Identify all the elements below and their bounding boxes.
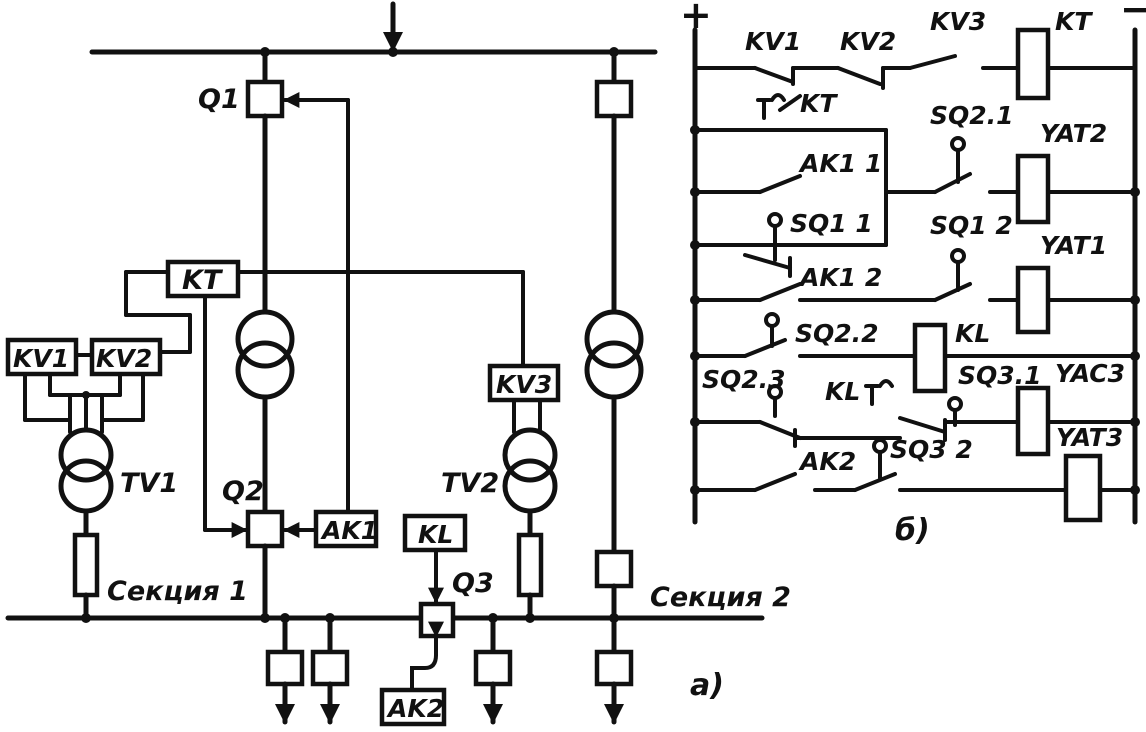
caption-b: б) <box>895 513 930 548</box>
label-b-sq1-2: SQ1 2 <box>930 211 1013 240</box>
label-section-1: Секция 1 <box>107 576 248 607</box>
transformer-1-winding-a <box>235 309 295 369</box>
panel-a-single-line-diagram: Q1 Q2 Q3 KT KV1 KV2 KV3 TV1 TV2 AK1 KL A… <box>5 1 791 727</box>
breaker-q3 <box>418 601 456 639</box>
relay-kl <box>402 513 468 553</box>
breaker-top-right <box>594 79 634 119</box>
transformer-2-winding-b <box>584 340 644 400</box>
label-b-yat2: YAT2 <box>1040 119 1107 148</box>
voltage-transformer-tv2-a <box>502 427 558 483</box>
label-b-yat1: YAT1 <box>1040 231 1107 260</box>
label-q2: Q2 <box>222 476 264 507</box>
label-ak2: AK2 <box>386 694 444 723</box>
coil-kl <box>912 322 948 394</box>
label-q3: Q3 <box>452 568 494 599</box>
outgoing-feeders <box>265 615 634 725</box>
relay-ak2 <box>379 687 447 727</box>
label-ak1: AK1 <box>320 516 378 545</box>
label-b-kt-coil: KT <box>1055 7 1093 36</box>
label-section-2: Секция 2 <box>650 582 791 613</box>
label-b-sq1-1: SQ1 1 <box>790 209 873 238</box>
label-kt: KT <box>182 265 224 296</box>
label-b-kl-coil: KL <box>955 319 990 348</box>
label-b-sq2-1: SQ2.1 <box>930 101 1014 130</box>
breaker-q2 <box>245 509 285 549</box>
label-b-ak1-2: AK1 2 <box>798 263 882 292</box>
transformer-2-winding-a <box>584 309 644 369</box>
relay-kv2 <box>89 337 163 377</box>
coil-kt <box>1015 27 1051 101</box>
label-b-ak2: AK2 <box>798 447 856 476</box>
label-b-sq2-2: SQ2.2 <box>795 319 879 348</box>
label-tv2: TV2 <box>441 468 499 499</box>
fuse-tv2 <box>516 532 544 598</box>
breaker-right-lower <box>594 549 634 589</box>
label-b-yac3: YAC3 <box>1055 359 1125 388</box>
fuse-tv1 <box>72 532 100 598</box>
transformer-1-winding-b <box>235 340 295 400</box>
coil-yat3 <box>1063 453 1103 523</box>
label-kv1: KV1 <box>13 344 69 373</box>
label-b-sq3-1: SQ3.1 <box>958 361 1042 390</box>
voltage-transformer-tv2-b <box>502 458 558 514</box>
relay-ak1 <box>313 509 379 549</box>
coil-yat2 <box>1015 153 1051 225</box>
label-kl: KL <box>418 520 453 549</box>
label-b-kv2: KV2 <box>840 27 896 56</box>
coil-yac3 <box>1015 385 1051 457</box>
minus-sign: − <box>1120 0 1146 31</box>
panel-b-control-circuit: + − <box>680 0 1146 548</box>
label-b-kt-contact: KT <box>800 89 838 118</box>
coil-yat1 <box>1015 265 1051 335</box>
voltage-transformer-tv1-a <box>58 427 114 483</box>
label-b-yat3: YAT3 <box>1056 423 1123 452</box>
label-kv2: KV2 <box>96 344 152 373</box>
plus-sign: + <box>680 0 712 37</box>
label-b-kl-contact: KL <box>825 377 860 406</box>
caption-a: а) <box>690 668 724 703</box>
label-b-sq3-2: SQ3 2 <box>890 435 973 464</box>
label-tv1: TV1 <box>120 468 178 499</box>
label-b-kv1: KV1 <box>745 27 801 56</box>
relay-kv3 <box>487 363 561 403</box>
label-b-sq2-3: SQ2.3 <box>702 365 786 394</box>
label-q1: Q1 <box>198 84 240 115</box>
label-b-ak1-1: AK1 1 <box>798 149 882 178</box>
voltage-transformer-tv1-b <box>58 458 114 514</box>
label-kv3: KV3 <box>496 370 552 399</box>
label-b-kv3: KV3 <box>930 7 986 36</box>
breaker-q1 <box>245 79 285 119</box>
